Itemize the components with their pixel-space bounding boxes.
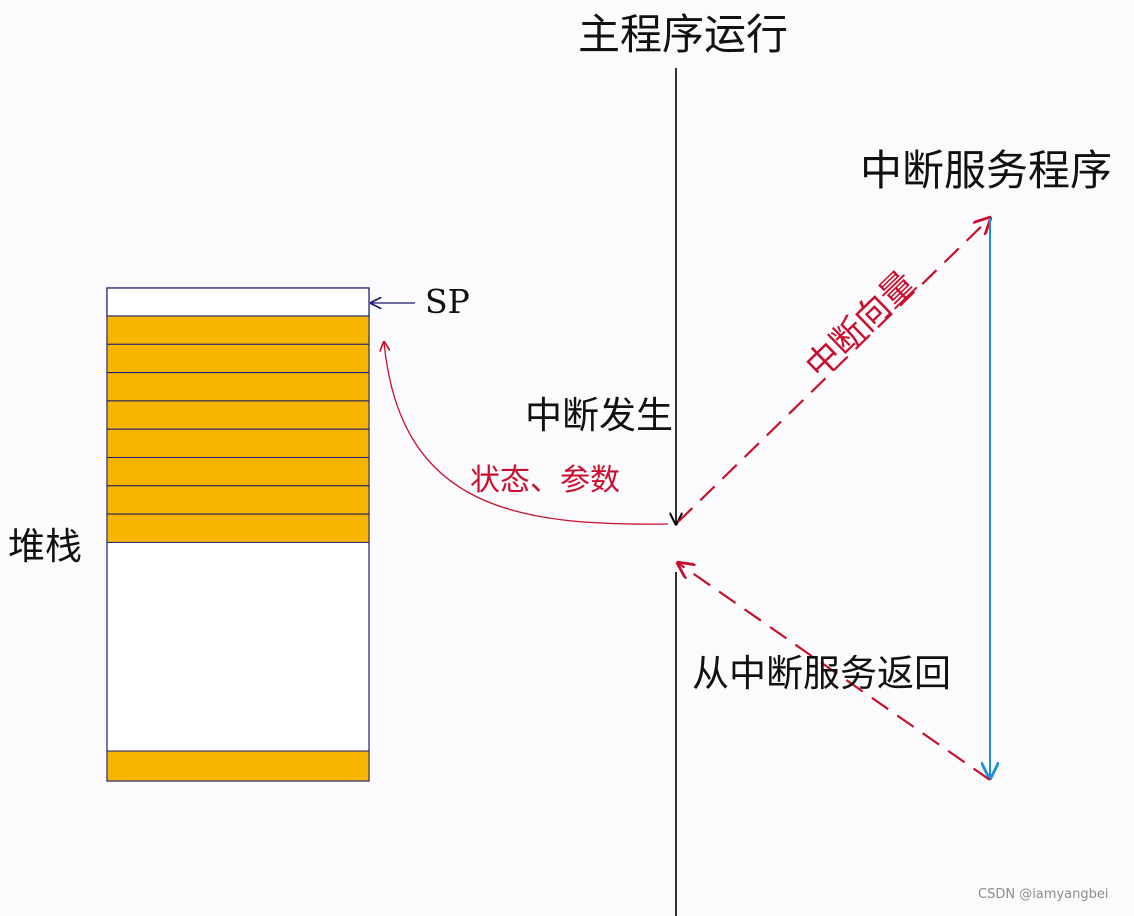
stack-slot <box>106 400 370 430</box>
stack-slot <box>106 315 370 345</box>
state-params-label: 状态、参数 <box>470 463 620 498</box>
watermark: CSDN @iamyangbei <box>978 887 1109 902</box>
main-program-label: 主程序运行 <box>578 10 789 59</box>
stack-slot <box>106 372 370 402</box>
push-state-curve-arrow <box>384 342 669 525</box>
stack-slot <box>106 513 370 543</box>
stack <box>106 287 370 782</box>
stack-bottom-slot <box>106 750 370 782</box>
isr-label: 中断服务程序 <box>860 146 1113 195</box>
return-arrow <box>678 563 991 781</box>
stack-top-empty-slot <box>106 287 370 317</box>
stack-slot <box>106 485 370 515</box>
return-from-isr-label: 从中断服务返回 <box>692 652 951 695</box>
stack-label: 堆栈 <box>8 525 82 568</box>
stack-slot <box>106 457 370 487</box>
sp-label: SP <box>425 282 470 321</box>
interrupt-vector-arrow <box>677 218 990 523</box>
stack-filled-slots <box>106 315 370 543</box>
stack-slot <box>106 343 370 374</box>
stack-slot <box>106 428 370 459</box>
interrupt-occurs-label: 中断发生 <box>525 394 673 437</box>
